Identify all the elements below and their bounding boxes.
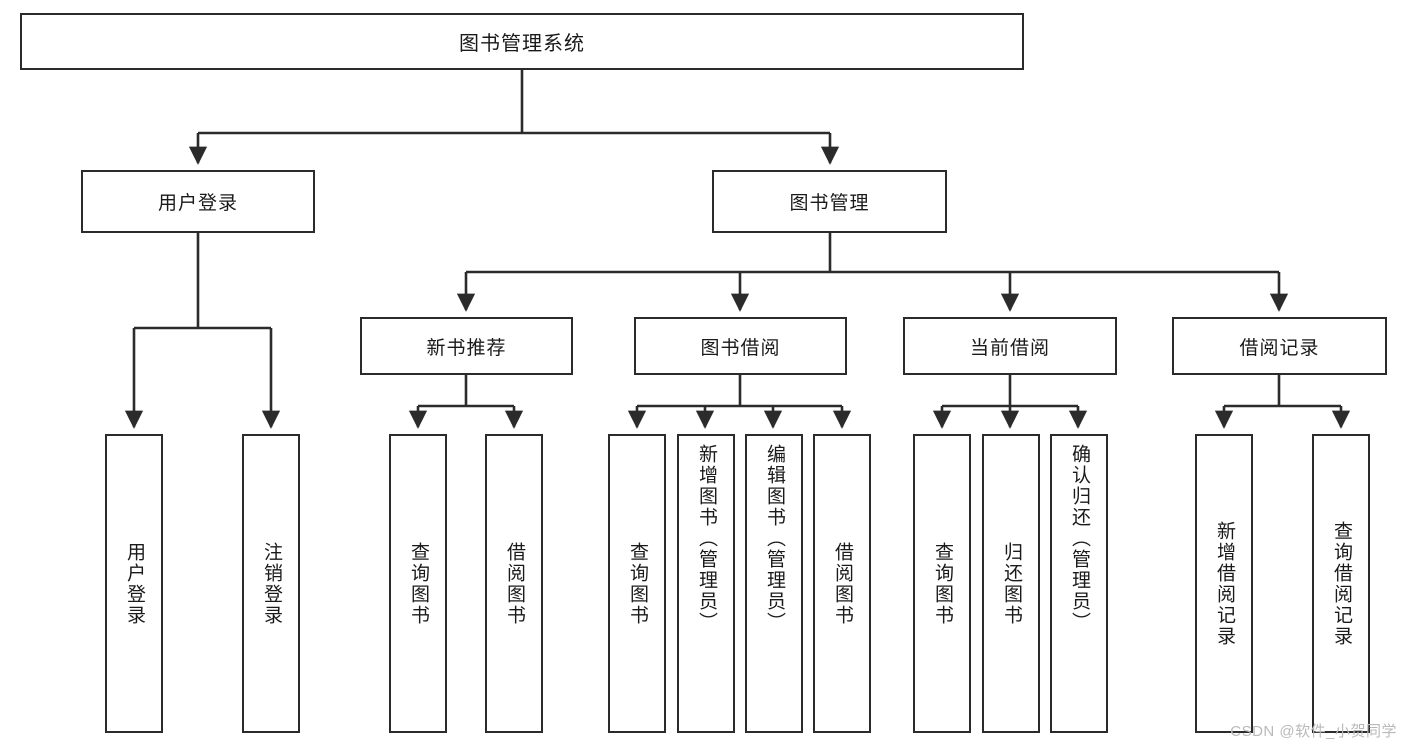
node-label: 新增借阅记录 — [1213, 520, 1235, 647]
node-label: 查询图书 — [626, 541, 648, 626]
node-current-borrow[interactable]: 当前借阅 — [903, 317, 1117, 375]
node-label: 新增图书（管理员） — [695, 444, 717, 633]
node-label: 当前借阅 — [969, 337, 1050, 359]
node-borrow-record[interactable]: 借阅记录 — [1172, 317, 1387, 375]
node-label: 用户登录 — [157, 193, 238, 214]
node-leaf-return-book[interactable]: 归还图书 — [982, 434, 1040, 733]
node-label: 借阅记录 — [1239, 337, 1320, 359]
node-label: 注销登录 — [260, 541, 282, 626]
node-label: 借阅图书 — [503, 541, 525, 626]
node-label: 确认归还（管理员） — [1068, 444, 1090, 633]
node-user-login[interactable]: 用户登录 — [81, 170, 315, 233]
node-label: 用户登录 — [123, 541, 145, 626]
node-book-management-system[interactable]: 图书管理系统 — [20, 13, 1024, 70]
node-leaf-query-book-3[interactable]: 查询图书 — [913, 434, 971, 733]
node-book-borrow[interactable]: 图书借阅 — [634, 317, 847, 375]
csdn-watermark: CSDN @软件_小贺同学 — [1230, 723, 1397, 740]
node-label: 图书借阅 — [700, 337, 781, 359]
node-leaf-query-borrow-record[interactable]: 查询借阅记录 — [1312, 434, 1370, 733]
node-leaf-confirm-return[interactable]: 确认归还（管理员） — [1050, 434, 1108, 733]
node-label: 查询图书 — [931, 541, 953, 626]
node-new-book-recommend[interactable]: 新书推荐 — [360, 317, 573, 375]
node-label: 查询图书 — [407, 541, 429, 626]
node-leaf-user-logout[interactable]: 注销登录 — [242, 434, 300, 733]
node-leaf-add-borrow-record[interactable]: 新增借阅记录 — [1195, 434, 1253, 733]
node-leaf-add-book[interactable]: 新增图书（管理员） — [677, 434, 735, 733]
node-leaf-query-book-2[interactable]: 查询图书 — [608, 434, 666, 733]
node-leaf-user-login[interactable]: 用户登录 — [105, 434, 163, 733]
node-leaf-edit-book[interactable]: 编辑图书（管理员） — [745, 434, 803, 733]
node-label: 借阅图书 — [831, 541, 853, 626]
node-label: 查询借阅记录 — [1330, 520, 1352, 647]
node-leaf-query-book-1[interactable]: 查询图书 — [389, 434, 447, 733]
node-label: 编辑图书（管理员） — [763, 444, 785, 633]
node-leaf-borrow-book-2[interactable]: 借阅图书 — [813, 434, 871, 733]
node-label: 图书管理 — [789, 193, 870, 214]
node-label: 图书管理系统 — [459, 33, 585, 55]
node-leaf-borrow-book-1[interactable]: 借阅图书 — [485, 434, 543, 733]
node-label: 新书推荐 — [426, 337, 507, 359]
node-label: 归还图书 — [1000, 541, 1022, 626]
node-book-management[interactable]: 图书管理 — [712, 170, 947, 233]
